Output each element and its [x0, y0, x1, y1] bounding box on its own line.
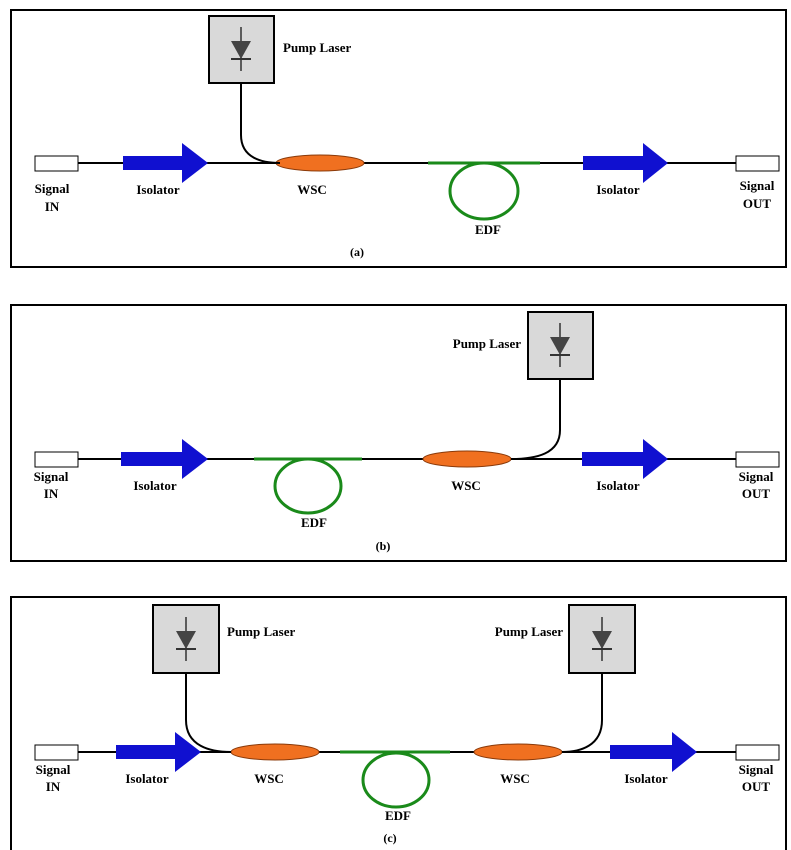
signal-in-port	[34, 744, 79, 761]
wsc-coupler	[275, 154, 365, 172]
edf-label: EDF	[475, 222, 501, 237]
pump-laser-left-label: Pump Laser	[227, 624, 295, 639]
isolator-left-label: Isolator	[125, 771, 169, 786]
panel-caption: (b)	[376, 539, 391, 553]
pump-fiber-left	[185, 673, 232, 753]
signal-in-label-2: IN	[46, 779, 61, 794]
edf-label: EDF	[301, 515, 327, 530]
isolator-right-arrow-icon	[610, 732, 697, 772]
signal-out-port	[735, 451, 780, 468]
edf-coil	[448, 161, 520, 221]
panel-a: Signal IN Signal OUT Isolator Isolator W…	[10, 9, 787, 268]
signal-out-label-1: Signal	[739, 762, 774, 777]
pump-fiber	[240, 83, 281, 164]
wsc-coupler-left	[230, 743, 320, 761]
panel-caption: (c)	[383, 831, 396, 845]
wsc-right-label: WSC	[500, 771, 530, 786]
signal-in-label-1: Signal	[36, 762, 71, 777]
panel-b: Signal IN Signal OUT Isolator Isolator E…	[10, 304, 787, 562]
wsc-coupler	[422, 450, 512, 468]
pump-laser-label: Pump Laser	[453, 336, 521, 351]
edf-label: EDF	[385, 808, 411, 823]
pump-fiber-right	[561, 673, 603, 753]
wsc-label: WSC	[451, 478, 481, 493]
signal-out-port	[735, 155, 780, 172]
panel-caption: (a)	[350, 245, 364, 259]
signal-out-port	[735, 744, 780, 761]
edf-coil	[273, 457, 343, 515]
signal-in-port	[34, 451, 79, 468]
signal-out-label-2: OUT	[743, 196, 772, 211]
signal-in-label-2: IN	[44, 486, 59, 501]
isolator-left-label: Isolator	[136, 182, 180, 197]
signal-in-port	[34, 155, 79, 172]
isolator-right-label: Isolator	[624, 771, 668, 786]
panel-frame	[10, 596, 787, 850]
signal-out-label-1: Signal	[740, 178, 775, 193]
pump-laser-right-label: Pump Laser	[495, 624, 563, 639]
panel-c: Signal IN Signal OUT Isolator Isolator W…	[10, 596, 787, 850]
wsc-label: WSC	[297, 182, 327, 197]
panel-frame	[10, 304, 787, 562]
isolator-left-arrow-icon	[123, 143, 208, 183]
wsc-coupler-right	[473, 743, 563, 761]
signal-out-label-2: OUT	[742, 486, 771, 501]
isolator-left-arrow-icon	[116, 732, 201, 772]
isolator-right-arrow-icon	[582, 439, 668, 479]
isolator-right-label: Isolator	[596, 478, 640, 493]
signal-in-label-1: Signal	[34, 469, 69, 484]
panel-frame	[10, 9, 787, 268]
signal-out-label-2: OUT	[742, 779, 771, 794]
pump-laser-label: Pump Laser	[283, 40, 351, 55]
pump-fiber	[510, 379, 561, 460]
signal-in-label-1: Signal	[35, 181, 70, 196]
isolator-left-arrow-icon	[121, 439, 208, 479]
wsc-left-label: WSC	[254, 771, 284, 786]
edf-coil	[361, 751, 431, 809]
isolator-left-label: Isolator	[133, 478, 177, 493]
isolator-right-arrow-icon	[583, 143, 668, 183]
isolator-right-label: Isolator	[596, 182, 640, 197]
signal-in-label-2: IN	[45, 199, 60, 214]
signal-out-label-1: Signal	[739, 469, 774, 484]
